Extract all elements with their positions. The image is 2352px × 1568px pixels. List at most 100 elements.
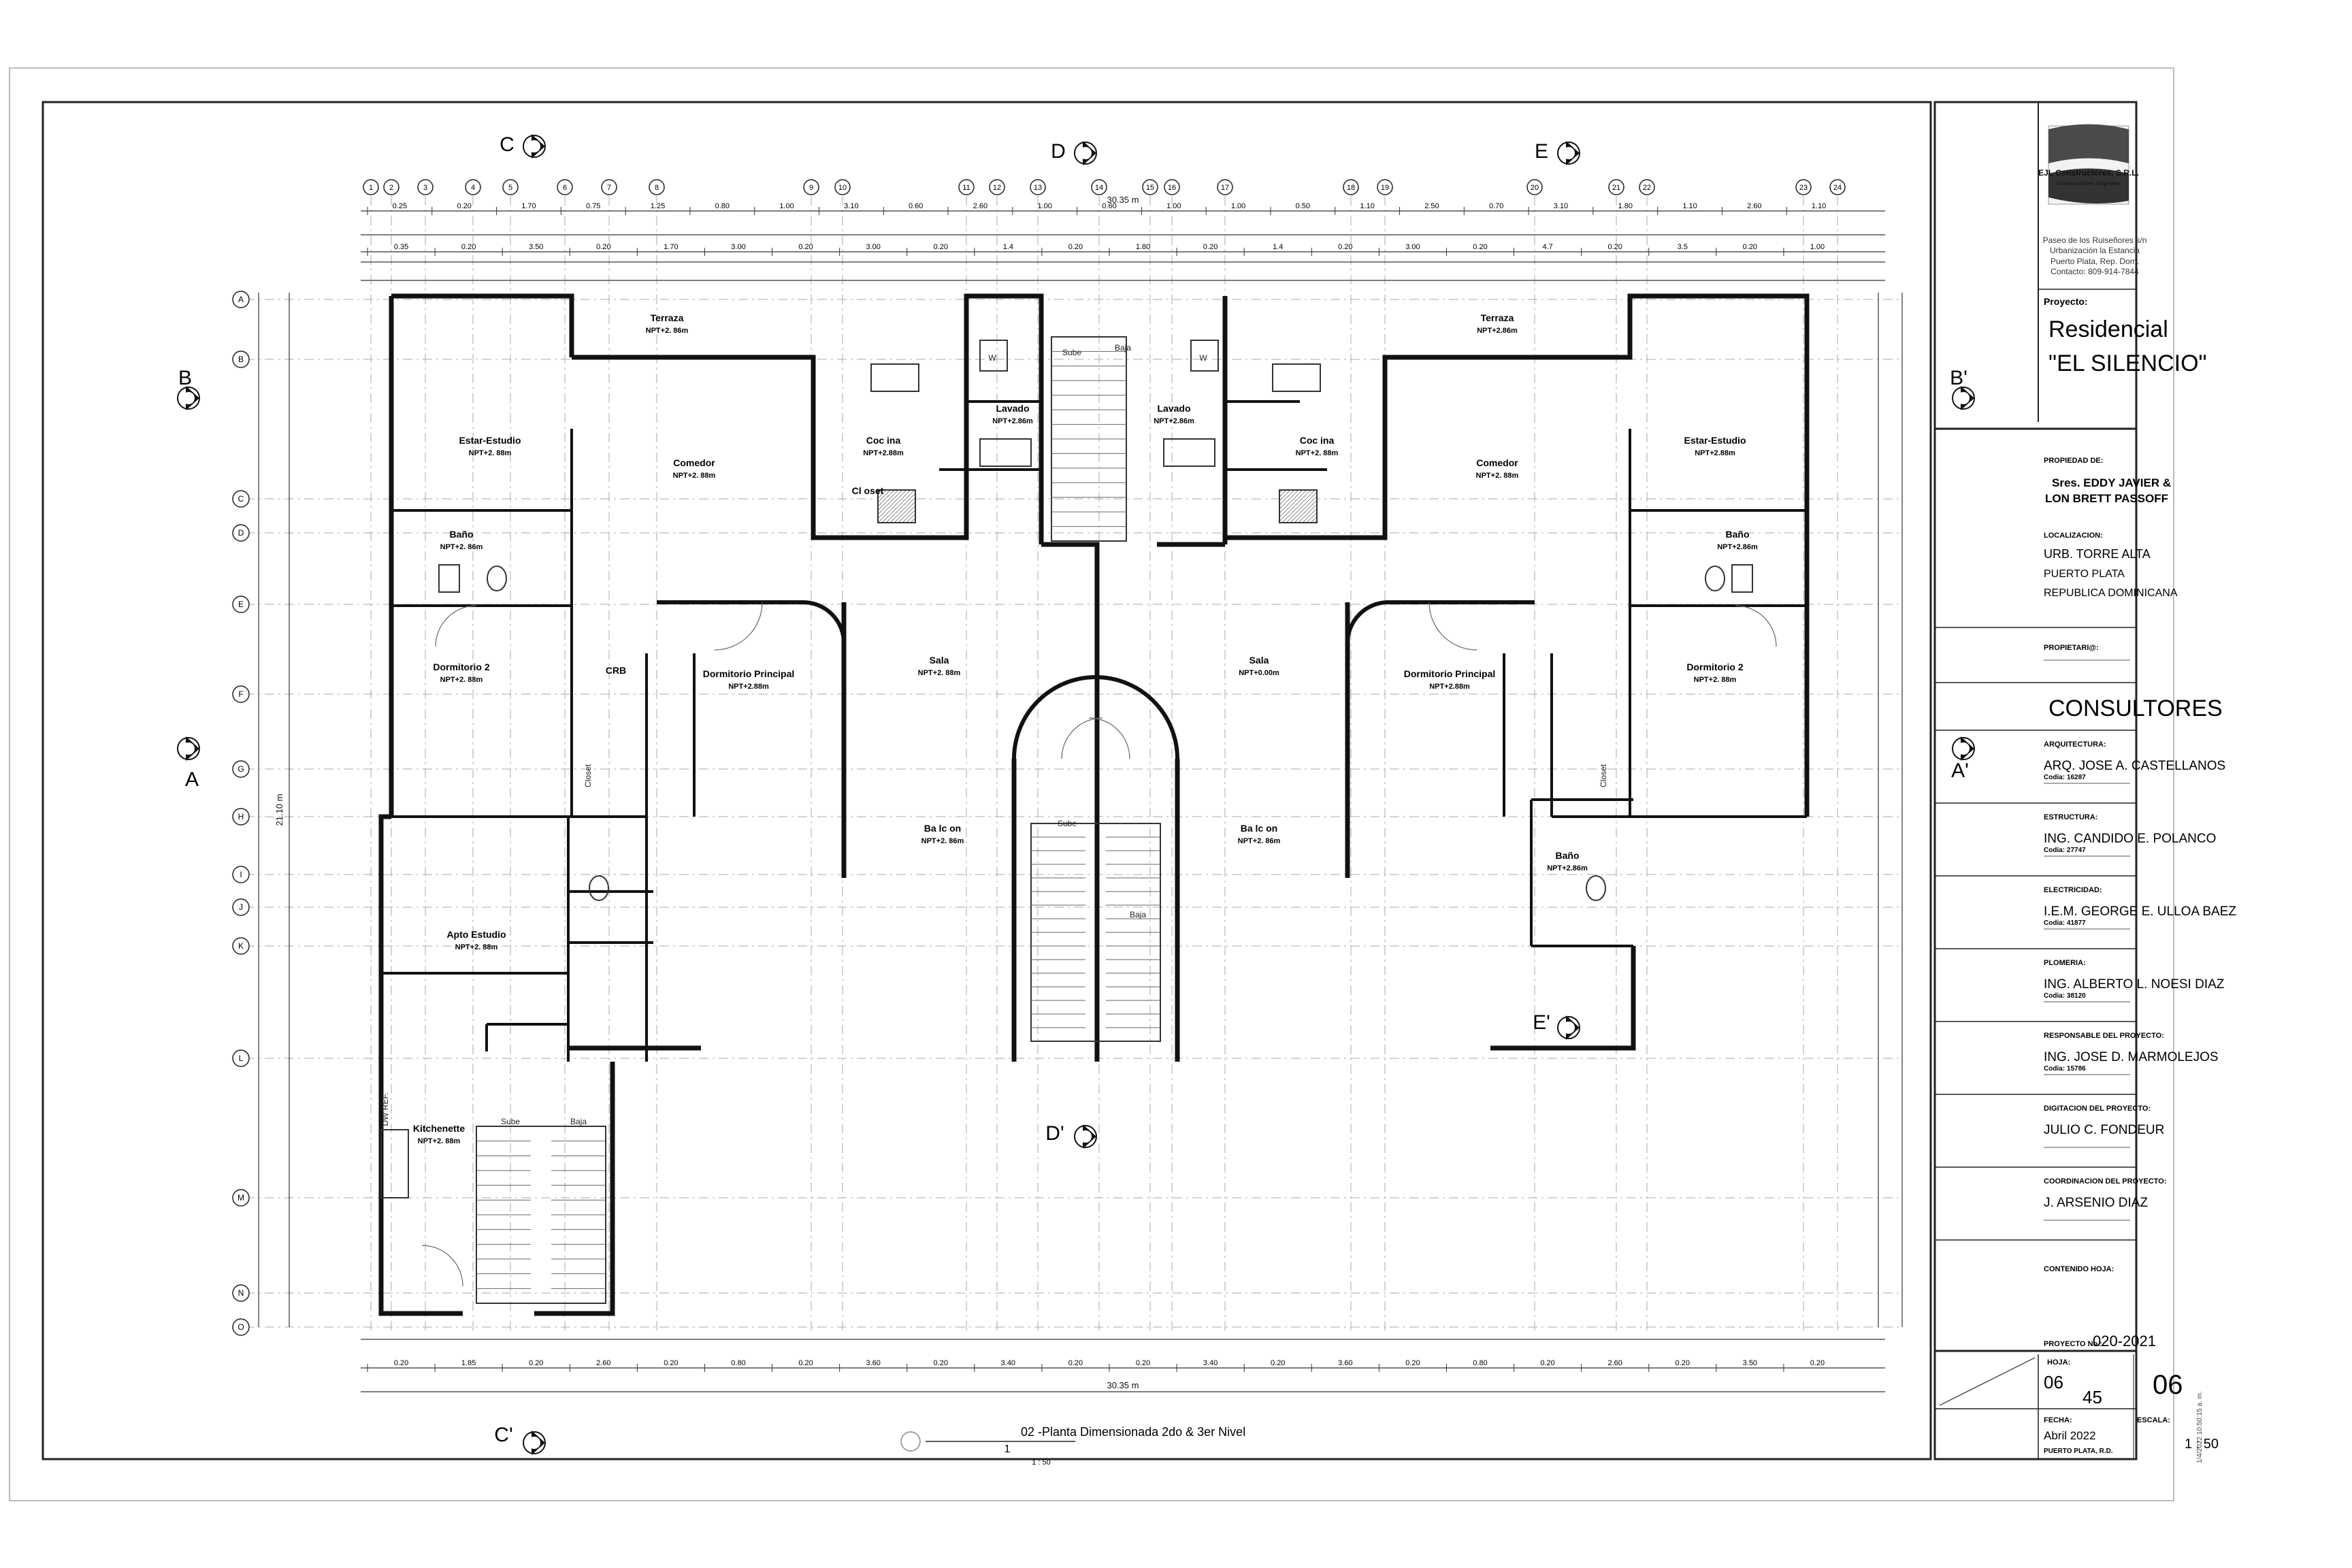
dim-label: 2.60: [973, 202, 987, 210]
company-address: Paseo de los Ruiseñores s/n Urbanización…: [2043, 235, 2147, 276]
consultant-role: ESTRUCTURA:: [2044, 813, 2097, 821]
fixture-labels: W W Sube Baja Sube Baja Sube Baja DW REF…: [380, 343, 1608, 1126]
consultant-code: Codia: 16287: [2044, 774, 2086, 781]
dim-label: 0.20: [1338, 243, 1352, 251]
section-marker-inner: [182, 392, 195, 404]
dim-label: 0.20: [529, 1359, 543, 1367]
dim-label: 0.20: [1540, 1359, 1554, 1367]
grid-col-label: 4: [471, 184, 475, 192]
room-name: Ba lc on: [1241, 823, 1277, 834]
dim-label: 3.00: [866, 243, 880, 251]
dim-label: 0.20: [1271, 1359, 1285, 1367]
room-level: NPT+2. 86m: [440, 543, 483, 551]
room-name: CRB: [606, 665, 626, 676]
room-level: NPT+2. 86m: [646, 327, 689, 335]
dimension-lines: [258, 210, 1903, 1392]
room-level: NPT+2.86m: [992, 417, 1033, 425]
grid-row-label: K: [238, 941, 244, 951]
dim-label: 0.80: [1473, 1359, 1487, 1367]
grid-col-label: 2: [389, 184, 393, 192]
dim-label: 4.7: [1542, 243, 1552, 251]
room-level: NPT+2. 88m: [455, 943, 498, 951]
grid-bubble-col: [383, 179, 399, 195]
dim-label: 0.20: [664, 1359, 678, 1367]
room-level: NPT+2. 88m: [918, 669, 961, 677]
grid-row-label: B: [238, 355, 244, 364]
dim-label: 0.20: [1136, 1359, 1150, 1367]
overall-height-left: 21.10 m: [274, 794, 284, 826]
dim-label: 3.60: [1338, 1359, 1352, 1367]
address-line-4: Contacto: 809-914-7844: [2051, 267, 2139, 276]
dim-label: 0.20: [394, 1359, 408, 1367]
hoja-label: HOJA:: [2047, 1358, 2070, 1367]
grid-col-label: 19: [1381, 184, 1389, 192]
washer-label-right: W: [1199, 353, 1207, 363]
outer-sheet-border: [9, 67, 2174, 1501]
drawing-frame: [42, 101, 1932, 1460]
dim-label: 2.50: [1424, 202, 1439, 210]
section-marker-label: B': [1950, 367, 1967, 389]
grid-col-label: 12: [993, 184, 1001, 192]
room-level: NPT+2. 88m: [1296, 449, 1339, 457]
contenido-label: CONTENIDO HOJA:: [2044, 1265, 2114, 1273]
dim-label: 0.60: [1102, 202, 1116, 210]
hoja-number: 06: [2044, 1372, 2063, 1392]
grid-col-label: 23: [1799, 184, 1808, 192]
title-block: EJL Constructores, S.R.L. Construcciones…: [1935, 102, 2236, 1463]
grid-col-label: 10: [838, 184, 847, 192]
room-name: Estar-Estudio: [459, 435, 521, 446]
dim-label: 1.70: [521, 202, 536, 210]
dim-label: 1.4: [1003, 243, 1013, 251]
dim-label: 3.00: [731, 243, 745, 251]
dim-label: 0.20: [1405, 1359, 1420, 1367]
section-marker-label: E: [1535, 140, 1548, 163]
dim-label: 1.10: [1360, 202, 1374, 210]
grid-bubble-col: [1030, 179, 1046, 195]
grid-row-label: H: [238, 812, 244, 821]
grid-bubble-col: [417, 179, 434, 195]
grid-col-label: 24: [1833, 184, 1842, 192]
exterior-walls: [378, 293, 1810, 1316]
section-marker-label: E': [1533, 1011, 1550, 1034]
consultant-name: ING. JOSE D. MARMOLEJOS: [2044, 1050, 2219, 1064]
proyecto-name-line-2: "EL SILENCIO": [2048, 350, 2207, 376]
stair-down-label-2: Baja: [1130, 910, 1146, 919]
grid-bubble-col: [803, 179, 819, 195]
room-name: Coc ina: [866, 435, 901, 446]
consultant-code: Codia: 27747: [2044, 847, 2086, 854]
room-level: NPT+2.88m: [728, 683, 769, 691]
sheet-scale: 1 : 50: [1032, 1458, 1051, 1467]
grid-bubble-col: [1343, 179, 1359, 195]
dim-label: 1.80: [1136, 243, 1150, 251]
room-level: NPT+2. 88m: [1476, 472, 1519, 480]
dim-label: 0.70: [1489, 202, 1503, 210]
room-level: NPT+2. 88m: [469, 449, 512, 457]
section-marker-label: D': [1045, 1122, 1064, 1145]
dim-label: 3.10: [844, 202, 858, 210]
fecha-value: Abril 2022: [2044, 1429, 2096, 1442]
stair-up-label-2: Sube: [1058, 819, 1077, 828]
grid-bubble-row: [232, 291, 250, 308]
caption-bubble: [900, 1431, 921, 1452]
room-name: Kitchenette: [413, 1123, 465, 1134]
room-name: Dormitorio 2: [433, 662, 489, 672]
dim-label: 1.4: [1273, 243, 1283, 251]
grid-row-label: O: [238, 1322, 244, 1332]
consultant-name: JULIO C. FONDEUR: [2044, 1123, 2164, 1137]
dim-label: 0.20: [1068, 243, 1083, 251]
section-marker-inner: [1079, 147, 1092, 159]
room-name: Baño: [450, 529, 474, 540]
grid-bubble-col: [1639, 179, 1655, 195]
dim-label: 0.20: [1743, 243, 1757, 251]
stair-down-label-3: Baja: [570, 1117, 587, 1126]
grid-bubble-row: [232, 524, 250, 542]
room-name: Ba lc on: [924, 823, 961, 834]
room-name: Sala: [1250, 655, 1269, 666]
door-swings: [421, 602, 1777, 1287]
grid-bubble-col: [557, 179, 573, 195]
room-level: NPT+2.86m: [1477, 327, 1518, 335]
stair-up-label-3: Sube: [501, 1117, 520, 1126]
section-marker-inner: [528, 1437, 540, 1449]
